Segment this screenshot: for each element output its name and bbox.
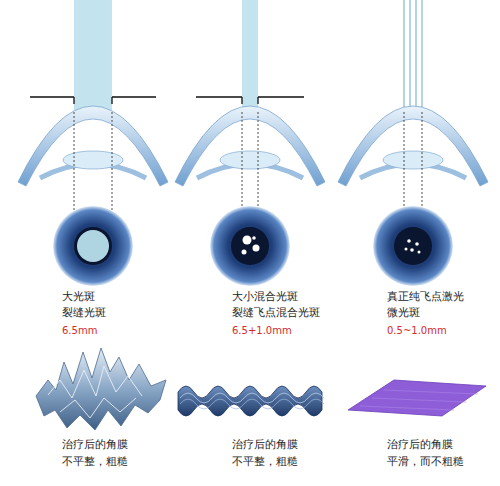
aperture-plate	[30, 97, 156, 104]
laser-beam	[242, 0, 258, 112]
caption-text: 治疗后的角膜	[232, 438, 298, 452]
eye-section	[175, 106, 325, 186]
caption-text: 裂缝光斑	[62, 306, 106, 320]
caption-text: 治疗后的角膜	[387, 438, 453, 452]
iris-spot-view	[210, 206, 290, 286]
smooth-surface	[348, 380, 486, 416]
caption-text: 真正纯飞点激光	[387, 290, 464, 304]
caption-text: 平滑，而不粗糙	[387, 455, 464, 469]
iris-spot-view	[373, 206, 453, 286]
caption-text: 治疗后的角膜	[62, 438, 128, 452]
spot-size: 6.5+1.0mm	[232, 324, 292, 338]
caption-text: 裂缝飞点混合光斑	[232, 306, 320, 320]
caption-text: 不平整，粗糙	[62, 455, 128, 469]
rough-surface	[36, 348, 166, 430]
aperture-plate	[196, 97, 304, 104]
laser-beam	[74, 0, 112, 112]
spot-size: 6.5mm	[62, 324, 97, 338]
caption-text: 微光斑	[387, 306, 420, 320]
spot-size: 0.5~1.0mm	[387, 324, 447, 338]
flying-spot-beams	[404, 0, 422, 110]
wavy-surface	[178, 386, 324, 416]
caption-text: 大小混合光斑	[232, 290, 298, 304]
caption-text: 不平整，粗糙	[232, 455, 298, 469]
eye-section	[338, 106, 488, 186]
eye-section	[18, 106, 168, 186]
iris-spot-view	[53, 206, 133, 286]
caption-text: 大光斑	[62, 290, 95, 304]
